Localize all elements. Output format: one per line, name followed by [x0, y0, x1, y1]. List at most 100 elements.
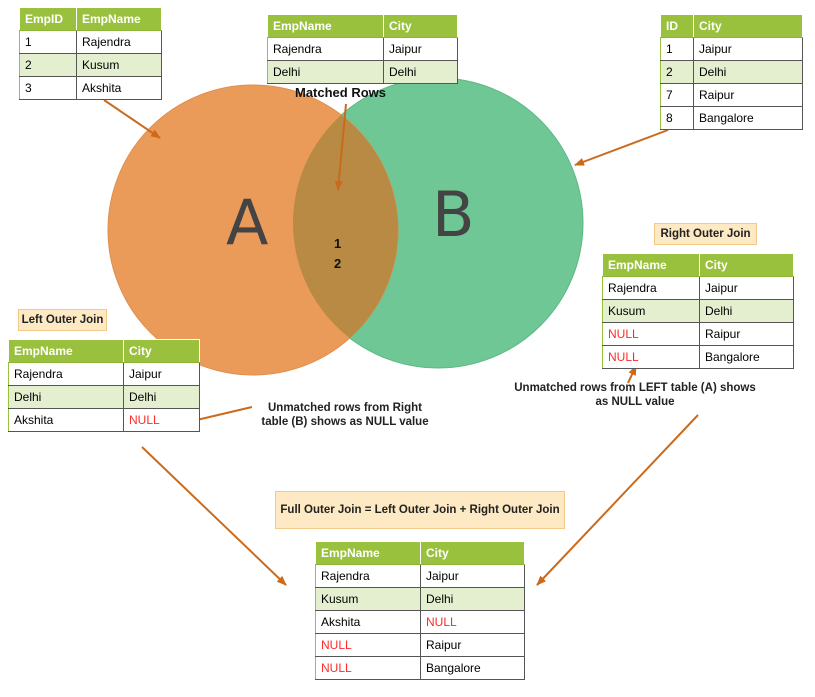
table-row: 2 Kusum	[19, 53, 162, 77]
table-cell: Delhi	[267, 60, 384, 84]
table-cell: Jaipur	[699, 276, 794, 300]
null-cell: NULL	[602, 322, 700, 346]
table-row: Akshita NULL	[315, 610, 525, 634]
full-join-table: EmpName City Rajendra Jaipur Kusum Delhi…	[315, 541, 525, 680]
right-join-note-line: as NULL value	[595, 396, 675, 408]
table-header-row: ID City	[660, 14, 803, 38]
arrow-left-join-to-full-join	[141, 446, 287, 586]
left-join-note: Unmatched rows from Right table (B) show…	[255, 401, 435, 429]
arrow-right-join-to-full-join	[536, 414, 699, 586]
table-row: 3 Akshita	[19, 76, 162, 100]
table-cell: Rajendra	[76, 30, 162, 54]
table-cell: 1	[19, 30, 77, 54]
column-header: ID	[660, 14, 694, 38]
arrow-table-a-to-circle-a	[103, 99, 161, 139]
table-row: NULL Raipur	[602, 322, 794, 346]
matched-row-id-1: 1	[334, 236, 342, 251]
table-cell: Bangalore	[699, 345, 794, 369]
set-b-label: B	[432, 178, 475, 251]
table-header-row: EmpName City	[602, 253, 794, 277]
table-cell: Delhi	[123, 385, 200, 409]
table-cell: Raipur	[420, 633, 525, 657]
table-row: 1 Rajendra	[19, 30, 162, 54]
table-cell: Jaipur	[420, 564, 525, 588]
table-cell: Raipur	[693, 83, 803, 107]
table-cell: Bangalore	[420, 656, 525, 680]
table-row: 1 Jaipur	[660, 37, 803, 61]
table-header-row: EmpName City	[8, 339, 200, 363]
table-cell: 3	[19, 76, 77, 100]
table-header-row: EmpName City	[267, 14, 458, 38]
table-cell: 1	[660, 37, 694, 61]
matched-row-id-2: 2	[334, 256, 342, 271]
table-cell: Kusum	[602, 299, 700, 323]
table-cell: Jaipur	[693, 37, 803, 61]
null-cell: NULL	[123, 408, 200, 432]
table-cell: Rajendra	[315, 564, 421, 588]
column-header: EmpName	[76, 7, 162, 31]
table-header-row: EmpID EmpName	[19, 7, 162, 31]
table-cell: Akshita	[76, 76, 162, 100]
table-row: Akshita NULL	[8, 408, 200, 432]
column-header: EmpName	[267, 14, 384, 38]
table-cell: Kusum	[76, 53, 162, 77]
table-row: NULL Raipur	[315, 633, 525, 657]
table-cell: 8	[660, 106, 694, 130]
table-row: Delhi Delhi	[267, 60, 458, 84]
left-join-table: EmpName City Rajendra Jaipur Delhi Delhi…	[8, 339, 200, 432]
right-join-title: Right Outer Join	[654, 223, 757, 245]
table-row: Rajendra Jaipur	[8, 362, 200, 386]
table-cell: Jaipur	[383, 37, 458, 61]
table-row: 2 Delhi	[660, 60, 803, 84]
table-row: NULL Bangalore	[315, 656, 525, 680]
column-header: EmpName	[315, 541, 421, 565]
table-cell: Delhi	[693, 60, 803, 84]
table-cell: Akshita	[8, 408, 124, 432]
table-cell: Delhi	[420, 587, 525, 611]
table-matched: EmpName City Rajendra Jaipur Delhi Delhi	[267, 14, 458, 84]
table-row: Rajendra Jaipur	[315, 564, 525, 588]
table-cell: Rajendra	[602, 276, 700, 300]
table-row: Rajendra Jaipur	[602, 276, 794, 300]
table-a: EmpID EmpName 1 Rajendra 2 Kusum 3 Akshi…	[19, 7, 162, 100]
column-header: City	[383, 14, 458, 38]
table-row: NULL Bangalore	[602, 345, 794, 369]
table-row: Kusum Delhi	[602, 299, 794, 323]
table-b: ID City 1 Jaipur 2 Delhi 7 Raipur 8 Bang…	[660, 14, 803, 130]
null-cell: NULL	[602, 345, 700, 369]
column-header: City	[699, 253, 794, 277]
matched-rows-label: Matched Rows	[295, 85, 387, 100]
table-cell: Kusum	[315, 587, 421, 611]
right-join-table: EmpName City Rajendra Jaipur Kusum Delhi…	[602, 253, 794, 369]
table-cell: Delhi	[8, 385, 124, 409]
table-cell: Bangalore	[693, 106, 803, 130]
right-join-note: Unmatched rows from LEFT table (A) shows…	[505, 381, 765, 409]
table-cell: Rajendra	[8, 362, 124, 386]
full-join-title: Full Outer Join = Left Outer Join + Righ…	[275, 491, 565, 529]
table-cell: Raipur	[699, 322, 794, 346]
column-header: City	[693, 14, 803, 38]
table-row: Kusum Delhi	[315, 587, 525, 611]
column-header: EmpName	[8, 339, 124, 363]
table-cell: 2	[660, 60, 694, 84]
left-join-title: Left Outer Join	[18, 309, 107, 331]
table-row: Rajendra Jaipur	[267, 37, 458, 61]
arrow-matched-label-to-overlap	[334, 103, 347, 191]
table-cell: 7	[660, 83, 694, 107]
overlap-region	[293, 85, 398, 368]
table-cell: Akshita	[315, 610, 421, 634]
column-header: EmpID	[19, 7, 77, 31]
table-cell: 2	[19, 53, 77, 77]
column-header: EmpName	[602, 253, 700, 277]
set-a-label: A	[226, 186, 269, 259]
table-row: 7 Raipur	[660, 83, 803, 107]
table-row: 8 Bangalore	[660, 106, 803, 130]
column-header: City	[420, 541, 525, 565]
null-cell: NULL	[420, 610, 525, 634]
table-cell: Jaipur	[123, 362, 200, 386]
right-join-note-line: Unmatched rows from LEFT table (A) shows	[514, 382, 756, 394]
table-cell: Delhi	[383, 60, 458, 84]
null-cell: NULL	[315, 633, 421, 657]
table-cell: Rajendra	[267, 37, 384, 61]
